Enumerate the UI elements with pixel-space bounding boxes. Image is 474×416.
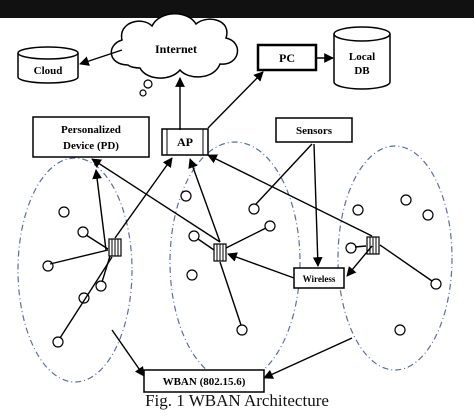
sensor-node (236, 324, 248, 336)
sensor-node (430, 278, 442, 290)
sensors-node: Sensors (275, 117, 353, 143)
pd-label-line1: Personalized (61, 124, 121, 136)
wban-region-right (337, 145, 453, 371)
sensor-node (394, 324, 406, 336)
wireless-node: Wireless (293, 267, 345, 289)
sensor-nodes (42, 190, 442, 348)
sensors-label: Sensors (296, 125, 333, 137)
cloud-storage-node: Cloud (17, 46, 79, 84)
sensor-node (188, 230, 200, 242)
sensor-node (58, 206, 70, 218)
wban-region-left (17, 157, 133, 383)
ap-label: AP (177, 135, 193, 149)
internet-label: Internet (155, 42, 197, 56)
personalized-device-node: Personalized Device (PD) (32, 116, 150, 158)
sensor-node (186, 269, 198, 281)
connections (49, 49, 433, 379)
cloud-label: Cloud (34, 65, 63, 77)
sensor-node (180, 190, 192, 202)
sensor-node (264, 220, 276, 232)
coordinator-left (108, 238, 122, 257)
sensor-node (95, 280, 107, 292)
sensor-node (52, 336, 64, 348)
wban-standard-node: WBAN (802.15.6) (143, 369, 265, 393)
coordinator-middle (213, 243, 227, 262)
internet-cloud: Internet (110, 13, 239, 97)
sensor-node (345, 242, 357, 254)
coordinator-right (366, 236, 380, 255)
sensor-node (248, 203, 260, 215)
top-bar (0, 0, 474, 18)
sensor-node (77, 226, 89, 238)
pc-node: PC (256, 43, 318, 72)
local-db-node: Local DB (333, 26, 391, 90)
wireless-label: Wireless (303, 274, 336, 284)
pc-label: PC (279, 51, 295, 65)
sensor-node (422, 209, 434, 221)
figure-caption: Fig. 1 WBAN Architecture (145, 391, 329, 410)
sensor-node (42, 260, 54, 272)
wban-label: WBAN (802.15.6) (163, 376, 246, 388)
pd-label-line2: Device (PD) (63, 140, 119, 152)
sensor-node (352, 204, 364, 216)
local-db-label-line1: Local (349, 51, 375, 63)
local-db-label-line2: DB (354, 65, 370, 77)
ap-node: AP (161, 128, 209, 156)
sensor-node (400, 194, 412, 206)
